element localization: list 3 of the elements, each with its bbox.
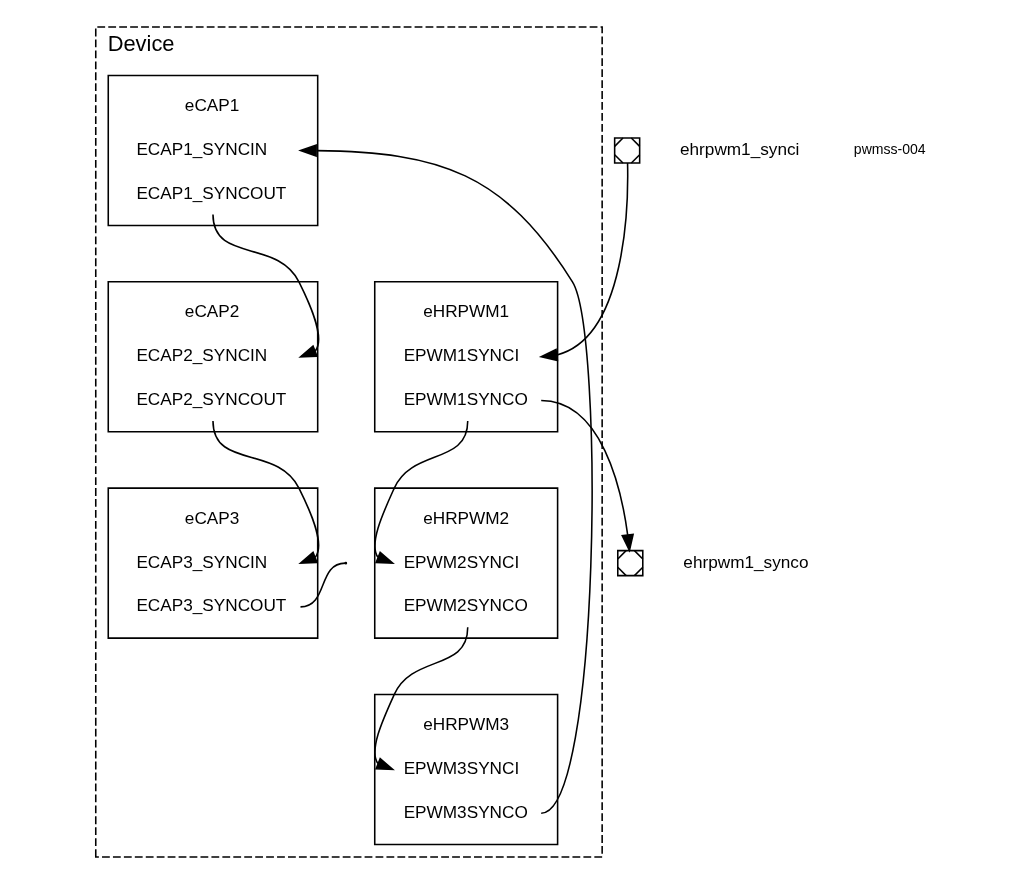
node-label: ehrpwm1_synco <box>683 551 809 572</box>
node-label: ehrpwm1_synci <box>679 138 800 159</box>
label: pwmss-004 <box>853 140 926 157</box>
